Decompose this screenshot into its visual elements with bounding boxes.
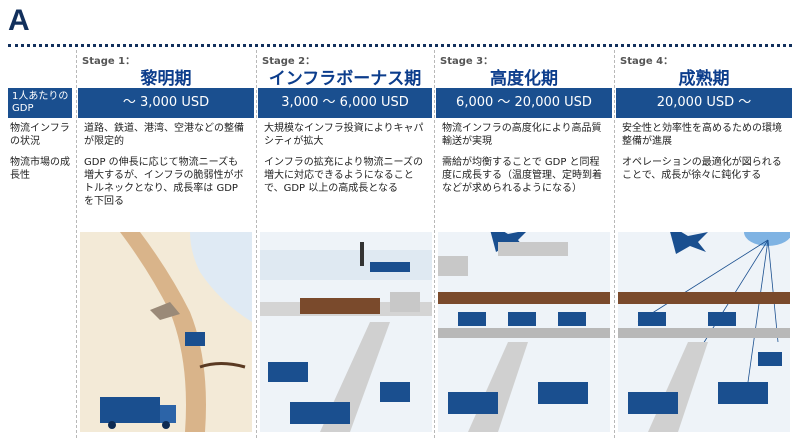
period-title: インフラボーナス期: [268, 69, 422, 89]
truck-icon: [290, 402, 350, 424]
gdp-band: [258, 88, 432, 118]
stage2-illustration: [260, 232, 432, 432]
market-text: オペレーションの最適化が図られることで、成長が徐々に鈍化する: [622, 157, 782, 181]
period-title: 成熟期: [678, 69, 730, 89]
truck-icon: [100, 397, 160, 423]
truck-icon: [638, 312, 666, 326]
truck-icon: [538, 382, 588, 404]
network-line-icon: [637, 239, 769, 323]
infra-text: 安全性と効率性を高めるための環境整備が進展: [622, 123, 782, 147]
truck-icon: [708, 312, 736, 326]
column-divider: [256, 50, 257, 438]
truck-icon: [628, 392, 678, 414]
infra-text: 物流インフラの高度化により高品質輸送が実現: [442, 123, 602, 147]
train-icon: [618, 292, 790, 304]
column-divider: [434, 50, 435, 438]
gdp-value: 6,000 ～ 20,000 USD: [456, 95, 592, 110]
cloud-icon: [744, 232, 790, 246]
gdp-band: [616, 88, 792, 118]
column-divider: [76, 50, 77, 438]
market-text: GDP の伸長に応じて物流ニーズも増大するが、インフラの脆弱性がボトルネックとな…: [84, 157, 244, 207]
stage1-illustration: [80, 232, 252, 432]
stage-label: Stage 3：: [440, 56, 494, 67]
market-text: 需給が均衡することで GDP と同程度に成長する（温度管理、定時到着などが求めら…: [442, 157, 602, 194]
stage3-illustration: [438, 232, 610, 432]
truck-icon: [448, 392, 498, 414]
truck-icon: [758, 352, 782, 366]
gdp-band: [78, 88, 254, 118]
train-icon: [300, 298, 380, 314]
airplane-icon: [670, 232, 708, 254]
gdp-value: 3,000 ～ 6,000 USD: [281, 95, 409, 110]
stage-label: Stage 4：: [620, 56, 674, 67]
gdp-band: [436, 88, 612, 118]
warehouse-icon: [390, 292, 420, 312]
crane-icon: [360, 242, 364, 266]
logo: A: [8, 4, 30, 37]
dotted-divider: [8, 44, 792, 47]
ship-icon: [370, 262, 410, 272]
small-truck-icon: [185, 332, 205, 346]
infra-text: 道路、鉄道、港湾、空港などの整備が限定的: [84, 123, 244, 147]
warehouse-icon: [438, 256, 468, 276]
rocks-icon: [150, 302, 180, 320]
truck-icon: [558, 312, 586, 326]
period-title: 黎明期: [140, 69, 192, 89]
truck-icon: [380, 382, 410, 402]
elevated-road-icon: [618, 328, 790, 338]
truck-icon: [458, 312, 486, 326]
infra-text: 大規模なインフラ投資によりキャパシティが拡大: [264, 123, 424, 147]
stage-label: Stage 2：: [262, 56, 316, 67]
period-title: 高度化期: [490, 69, 558, 89]
stage-label: Stage 1：: [82, 56, 136, 67]
truck-icon: [508, 312, 536, 326]
truck-icon: [268, 362, 308, 382]
gdp-value: ～ 3,000 USD: [122, 95, 210, 110]
market-row-label: 物流市場の成長性: [10, 157, 70, 181]
elevated-road-icon: [438, 328, 610, 338]
gdp-value: 20,000 USD ～: [656, 95, 752, 110]
stage4-illustration: [618, 232, 790, 432]
truck-icon: [718, 382, 768, 404]
column-divider: [614, 50, 615, 438]
market-text: インフラの拡充により物流ニーズの増大に対応できるようになることで、GDP 以上の…: [264, 157, 423, 194]
infra-row-label: 物流インフラの状況: [10, 123, 70, 147]
train-icon: [438, 292, 610, 304]
terminal-icon: [498, 242, 568, 256]
gdp-row-label: 1人あたりの GDP: [8, 88, 72, 118]
branch-icon: [199, 362, 246, 369]
